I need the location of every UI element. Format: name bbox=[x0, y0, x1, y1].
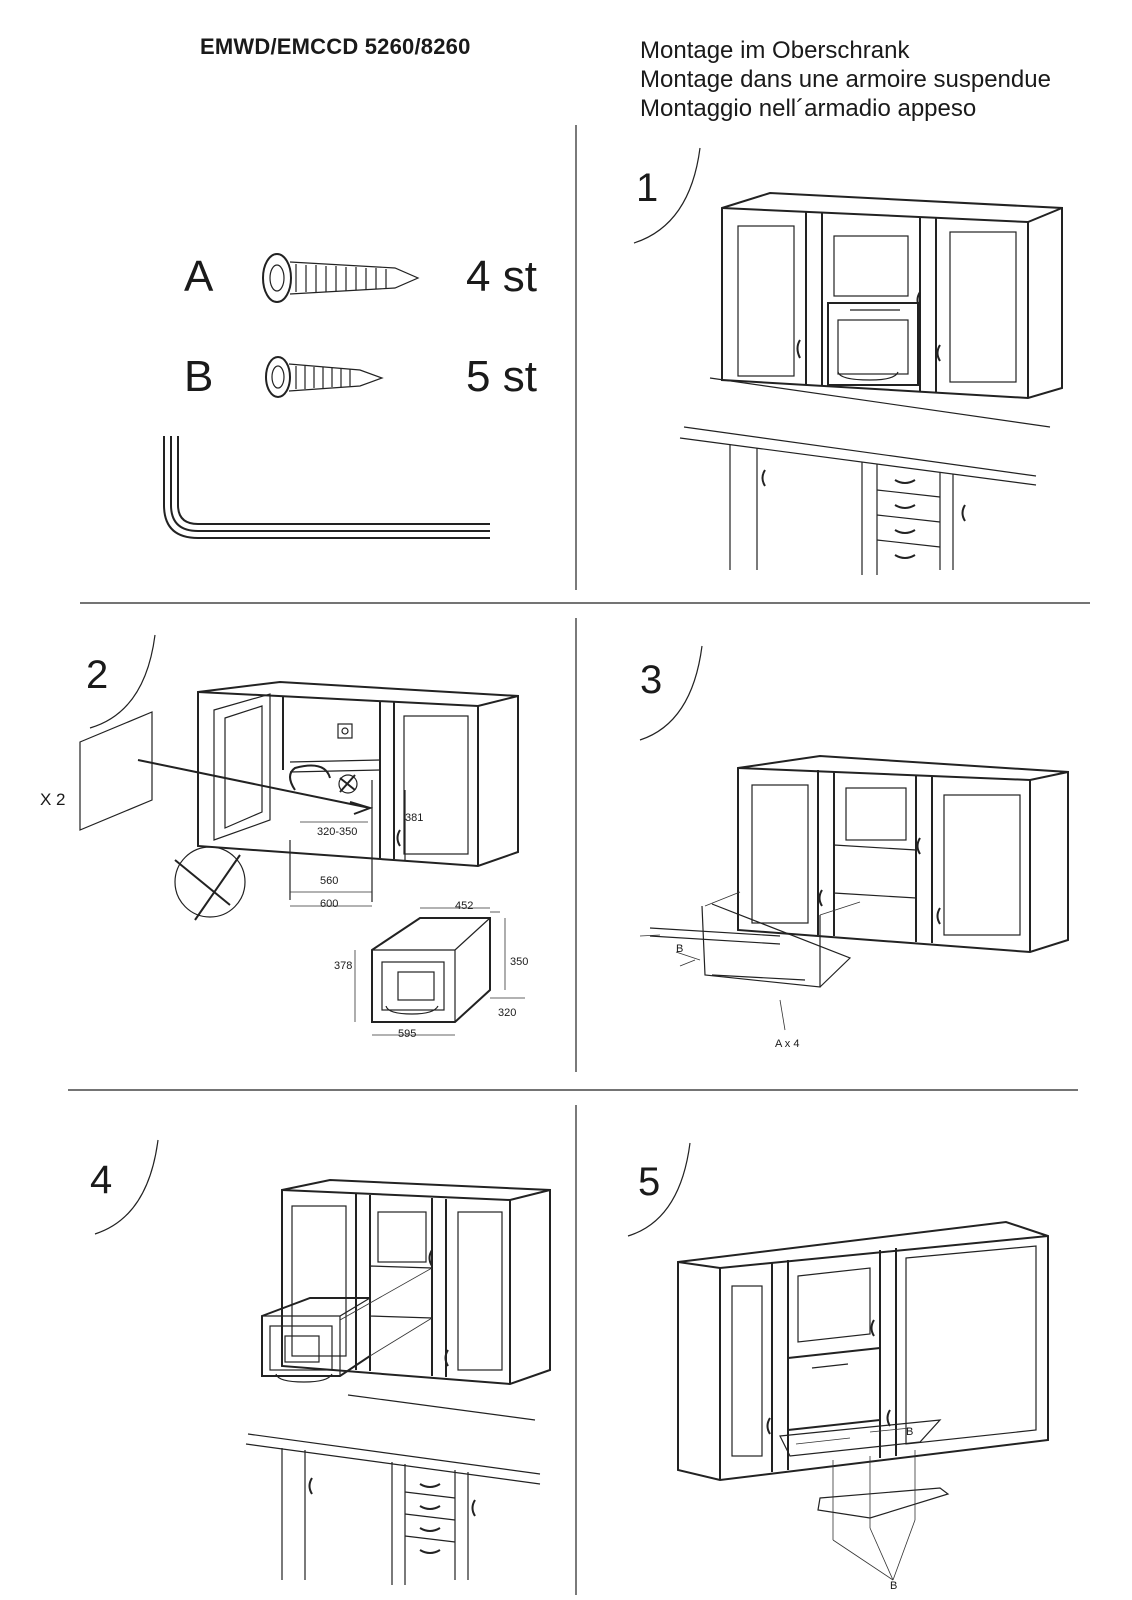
step5-screw-b-label: B bbox=[890, 1580, 898, 1592]
dim-appliance-bottom: 595 bbox=[398, 1028, 417, 1040]
step2-cabinet-illustration bbox=[79, 680, 525, 1036]
subtitle-it: Montaggio nell´armadio appeso bbox=[640, 95, 977, 122]
dim-appliance-side-height: 350 bbox=[510, 956, 529, 968]
step1-arc bbox=[633, 147, 701, 244]
dim-appliance-front-height: 378 bbox=[334, 960, 353, 972]
dim-600: 600 bbox=[320, 898, 339, 910]
panel-count-label: X 2 bbox=[40, 790, 66, 809]
step-3-number: 3 bbox=[640, 658, 663, 702]
step5-cabinet-illustration bbox=[677, 1220, 1049, 1581]
hex-key-icon bbox=[163, 436, 490, 539]
step4-arc bbox=[94, 1139, 159, 1235]
dim-appliance-top: 452 bbox=[455, 900, 474, 912]
step4-cabinet-illustration bbox=[245, 1178, 551, 1585]
subtitle-fr: Montage dans une armoire suspendue bbox=[640, 66, 1051, 93]
subtitle-de: Montage im Oberschrank bbox=[640, 37, 910, 64]
step-1-number: 1 bbox=[636, 166, 659, 210]
dim-height: 381 bbox=[405, 812, 424, 824]
dim-depth-range: 320-350 bbox=[317, 826, 358, 838]
part-a-letter: A bbox=[184, 252, 214, 301]
step-2-number: 2 bbox=[86, 653, 109, 697]
step-5-number: 5 bbox=[638, 1160, 661, 1204]
step5-arc bbox=[627, 1142, 691, 1237]
step3-cabinet-illustration bbox=[639, 754, 1069, 1031]
step3-screw-b-label: B bbox=[676, 943, 684, 955]
dim-560: 560 bbox=[320, 875, 339, 887]
step5-screw-b-top-label: B bbox=[906, 1426, 914, 1438]
screw-a-icon bbox=[262, 253, 420, 303]
part-b-letter: B bbox=[184, 352, 214, 401]
step1-cabinet-illustration bbox=[679, 191, 1063, 575]
part-b-qty: 5 st bbox=[466, 352, 537, 401]
step2-arc bbox=[89, 634, 156, 729]
step3-screw-a-label: A x 4 bbox=[775, 1038, 800, 1050]
part-a-qty: 4 st bbox=[466, 252, 537, 301]
step3-arc bbox=[639, 645, 703, 741]
model-title: EMWD/EMCCD 5260/8260 bbox=[200, 34, 471, 59]
dim-appliance-depth: 320 bbox=[498, 1007, 517, 1019]
screw-b-icon bbox=[265, 356, 384, 398]
step-4-number: 4 bbox=[90, 1158, 113, 1202]
